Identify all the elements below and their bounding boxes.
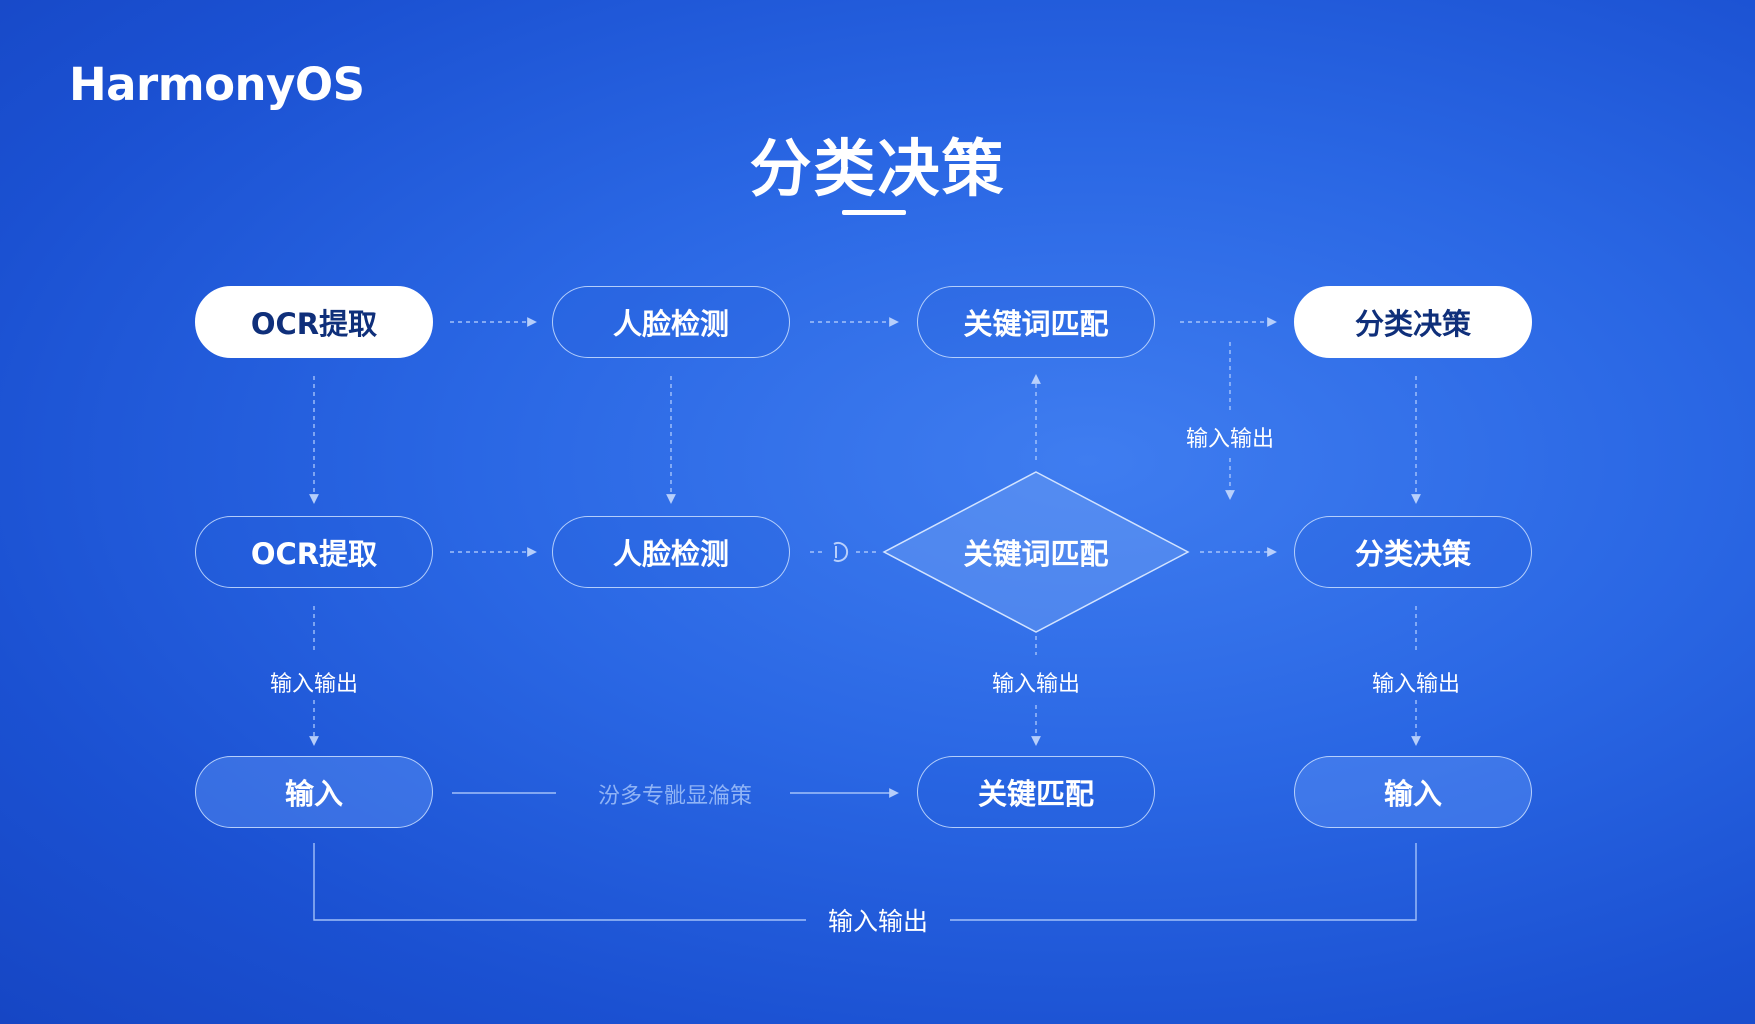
node-face-detect-r1[interactable]: 人脸检测 <box>552 286 790 358</box>
node-input-r3-left[interactable]: 输入 <box>195 756 433 828</box>
node-face-detect-r2[interactable]: 人脸检测 <box>552 516 790 588</box>
node-classify-decision-r2[interactable]: 分类决策 <box>1294 516 1532 588</box>
node-key-match-r3[interactable]: 关键匹配 <box>917 756 1155 828</box>
edge-label-r3-middle: 汾多专骴显溣策 <box>597 784 753 809</box>
cycle-icon <box>833 542 849 562</box>
bottom-loop-left <box>313 843 806 921</box>
bottom-loop-right <box>950 843 1417 921</box>
decision-diamond-label: 关键词匹配 <box>963 537 1109 571</box>
edge-label-c1-io: 输入输出 <box>269 672 359 697</box>
node-input-r3-right[interactable]: 输入 <box>1294 756 1532 828</box>
page-title: 分类决策 <box>749 132 1006 205</box>
node-ocr-extract-r2[interactable]: OCR提取 <box>195 516 433 588</box>
edge-label-c4-io: 输入输出 <box>1185 427 1275 452</box>
edge-label-c4-io-lower: 输入输出 <box>1371 672 1461 697</box>
decision-diamond <box>882 471 1190 633</box>
node-ocr-extract-r1[interactable]: OCR提取 <box>195 286 433 358</box>
title-underline <box>842 210 906 215</box>
node-keyword-match-r1[interactable]: 关键词匹配 <box>917 286 1155 358</box>
harmonyos-logo: HarmonyOS <box>69 58 365 111</box>
node-classify-decision-r1[interactable]: 分类决策 <box>1294 286 1532 358</box>
edge-label-bottom-loop: 输入输出 <box>827 907 929 936</box>
edge-label-c3-io: 输入输出 <box>991 672 1081 697</box>
